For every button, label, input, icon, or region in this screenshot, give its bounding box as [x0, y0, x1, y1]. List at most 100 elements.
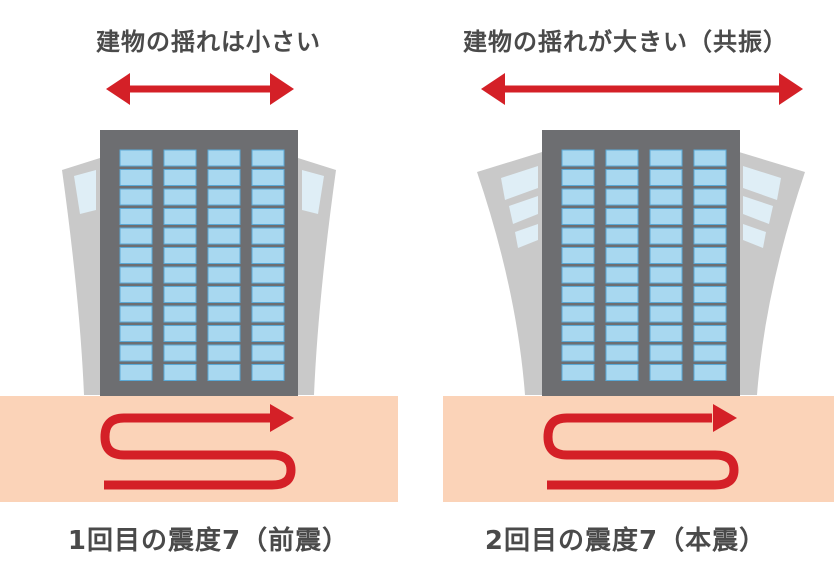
building-window — [163, 344, 197, 362]
building-window — [605, 169, 639, 186]
building-window — [207, 247, 241, 264]
building-window — [119, 286, 153, 303]
building-window — [605, 247, 639, 264]
building-window — [649, 266, 683, 284]
building-window — [251, 227, 285, 245]
building-window — [251, 208, 285, 225]
building-window — [649, 227, 683, 245]
building-window — [251, 305, 285, 323]
building-window — [119, 344, 153, 362]
building-window — [649, 208, 683, 225]
building-window — [163, 247, 197, 264]
building-window — [163, 169, 197, 186]
building-window — [207, 208, 241, 225]
building-window — [649, 344, 683, 362]
building-window — [561, 266, 595, 284]
building-window — [207, 227, 241, 245]
building-window — [163, 208, 197, 225]
building-window — [693, 266, 727, 284]
building — [542, 130, 740, 400]
building-window — [207, 169, 241, 186]
building-window — [693, 227, 727, 245]
ghost-building-right — [739, 152, 805, 395]
building-window — [163, 305, 197, 323]
building-window — [605, 149, 639, 167]
building-window — [251, 247, 285, 264]
building-window — [119, 305, 153, 323]
building-window — [119, 149, 153, 167]
building-window — [163, 227, 197, 245]
building-window — [693, 149, 727, 167]
building-window — [119, 364, 153, 381]
building-window — [119, 227, 153, 245]
building-window — [605, 344, 639, 362]
building-window — [207, 149, 241, 167]
building-window — [561, 247, 595, 264]
building-window — [649, 305, 683, 323]
building-window — [693, 364, 727, 381]
building-window — [119, 188, 153, 206]
building-window — [693, 188, 727, 206]
building-window — [207, 188, 241, 206]
building-window — [561, 149, 595, 167]
building-window — [207, 286, 241, 303]
building-window — [693, 305, 727, 323]
building-window — [163, 188, 197, 206]
building-window — [561, 208, 595, 225]
s-arrow-head — [270, 404, 294, 432]
building-window — [251, 188, 285, 206]
mainshock-panel: 建物の揺れが大きい（共振） — [417, 0, 834, 570]
building-window — [207, 325, 241, 342]
building-window — [693, 208, 727, 225]
building-window — [251, 364, 285, 381]
building-window — [251, 169, 285, 186]
building-window — [163, 266, 197, 284]
building-window — [251, 149, 285, 167]
mainshock-bottom-caption: 2回目の震度7（本震） — [484, 526, 767, 556]
building-window — [561, 227, 595, 245]
building-window — [561, 169, 595, 186]
building-window — [649, 188, 683, 206]
building-window — [605, 325, 639, 342]
building-window — [693, 247, 727, 264]
building-window — [561, 325, 595, 342]
building-window — [693, 169, 727, 186]
building-window — [163, 325, 197, 342]
building-window — [605, 266, 639, 284]
building-window — [207, 344, 241, 362]
building-window — [163, 286, 197, 303]
large-sway-arrow-icon — [481, 73, 803, 105]
building-window — [649, 247, 683, 264]
building-window — [605, 188, 639, 206]
building-window — [561, 188, 595, 206]
building-window — [119, 325, 153, 342]
building-window — [207, 305, 241, 323]
mainshock-illustration — [443, 73, 834, 502]
building-window — [119, 169, 153, 186]
foreshock-panel: 建物の揺れは小さい 1回目の震度7（前震） — [0, 28, 398, 556]
building-window — [693, 286, 727, 303]
building-window — [251, 344, 285, 362]
building-window — [649, 364, 683, 381]
building-window — [649, 325, 683, 342]
building-window — [605, 305, 639, 323]
building-window — [207, 266, 241, 284]
building-window — [561, 364, 595, 381]
building-window — [119, 208, 153, 225]
building-window — [649, 169, 683, 186]
foreshock-illustration — [0, 73, 398, 502]
building-window — [207, 364, 241, 381]
building-window — [119, 266, 153, 284]
building-window — [251, 266, 285, 284]
building-window — [561, 344, 595, 362]
building-window — [605, 286, 639, 303]
ground-shake-s-arrow-icon — [100, 413, 296, 490]
ground-shake-s-arrow-icon — [543, 413, 739, 490]
building-window — [649, 149, 683, 167]
mainshock-top-caption: 建物の揺れが大きい（共振） — [463, 28, 788, 56]
building-window — [605, 208, 639, 225]
building — [100, 130, 298, 400]
building-window — [163, 149, 197, 167]
building-window — [561, 305, 595, 323]
building-window — [693, 344, 727, 362]
